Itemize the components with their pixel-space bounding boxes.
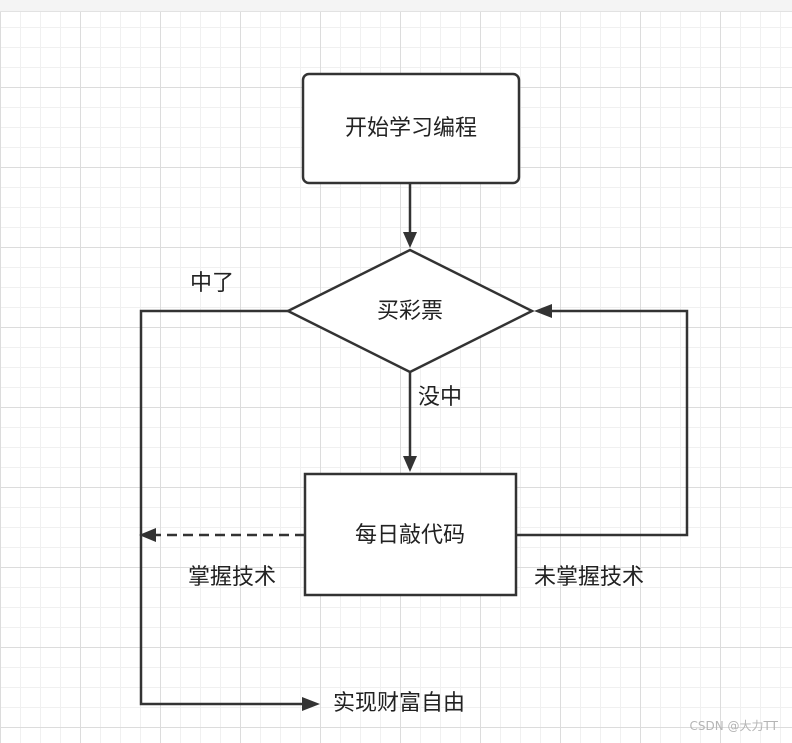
decision-node[interactable]: 买彩票 [285, 248, 535, 374]
arrowhead-icon [302, 697, 320, 711]
process-node-label: 每日敲代码 [355, 523, 465, 548]
arrowhead-icon [534, 304, 552, 318]
edge-win [139, 309, 320, 711]
end-node-label[interactable]: 实现财富自由 [333, 691, 465, 716]
edge-not-mastered-loop [516, 304, 689, 537]
edge-start-to-decision [403, 183, 417, 248]
edge-label-not-mastered: 未掌握技术 [534, 565, 644, 590]
arrowhead-icon [139, 528, 156, 542]
process-node[interactable]: 每日敲代码 [303, 472, 518, 597]
arrowhead-icon [403, 456, 417, 472]
edge-label-mastered: 掌握技术 [188, 565, 276, 590]
start-node-label: 开始学习编程 [345, 116, 477, 141]
decision-node-label: 买彩票 [377, 299, 443, 324]
edge-label-win: 中了 [190, 271, 234, 296]
edge-no-win [403, 372, 417, 472]
arrowhead-icon [403, 232, 417, 248]
watermark: CSDN @大力TT [689, 719, 778, 733]
edge-label-no-win: 没中 [418, 385, 462, 410]
top-strip [0, 0, 792, 12]
edge-mastered [139, 528, 305, 542]
start-node[interactable]: 开始学习编程 [301, 72, 521, 185]
